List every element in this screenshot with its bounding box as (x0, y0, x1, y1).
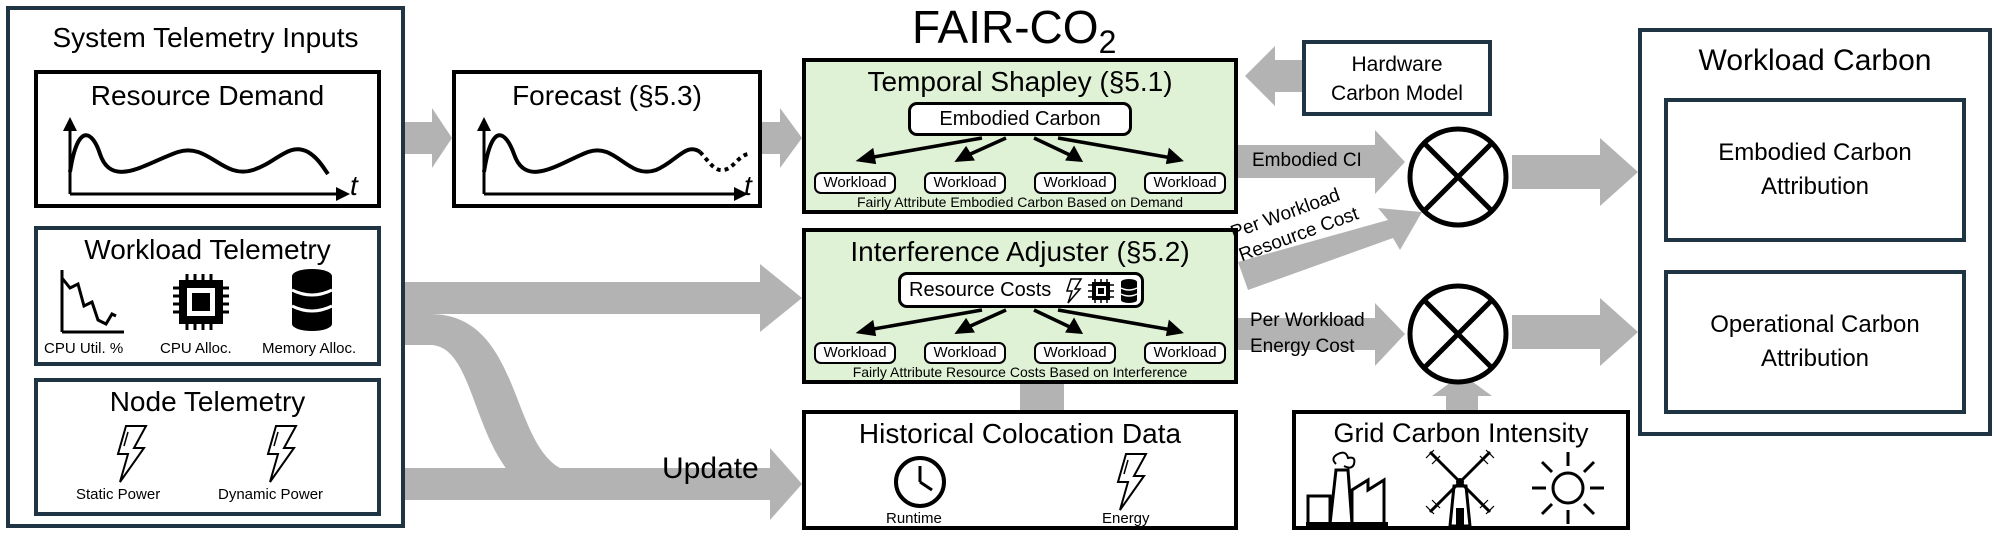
shapley-workload-4: Workload (1144, 172, 1226, 194)
interference-workload-2: Workload (924, 342, 1006, 364)
grid-title: Grid Carbon Intensity (1333, 418, 1589, 448)
forecast-title: Forecast (§5.3) (512, 80, 702, 111)
interference-workload-1: Workload (814, 342, 896, 364)
multiply-operator-operational-icon (1407, 283, 1509, 385)
arrow-forecast-to-shapley (762, 108, 802, 168)
arrow-node-to-historical (405, 448, 802, 520)
embodied-attribution-line1: Embodied Carbon (1718, 139, 1912, 166)
temporal-shapley-box: Temporal Shapley (§5.1) Embodied Carbon … (802, 58, 1238, 214)
embodied-attribution-line2: Attribution (1760, 173, 1870, 200)
update-label: Update (662, 452, 759, 485)
node-telemetry-box: Node Telemetry Static Power Dynamic Powe… (34, 378, 381, 516)
workload-telemetry-box: Workload Telemetry CPU Util. % CPU Alloc… (34, 226, 381, 366)
cpu-util-label: CPU Util. % (44, 340, 124, 357)
database-icon (1120, 279, 1138, 303)
memory-alloc-label: Memory Alloc. (262, 340, 357, 357)
hardware-model-line2: Carbon Model (1331, 82, 1463, 105)
hardware-model-line1: Hardware (1351, 53, 1443, 76)
energy-cost-line1: Per Workload (1250, 310, 1365, 331)
cpu-alloc-label: CPU Alloc. (160, 340, 232, 357)
interference-workload-4: Workload (1144, 342, 1226, 364)
energy-label: Energy (1102, 510, 1150, 527)
arrow-curved-branch (405, 314, 590, 500)
shapley-workload-2: Workload (924, 172, 1006, 194)
runtime-label: Runtime (886, 510, 942, 527)
interference-caption: Fairly Attribute Resource Costs Based on… (852, 364, 1188, 380)
dynamic-power-label: Dynamic Power (218, 486, 324, 503)
forecast-box: Forecast (§5.3) t (452, 70, 762, 208)
energy-cost-label: Per Workload Energy Cost (1250, 308, 1365, 360)
resource-demand-title: Resource Demand (90, 80, 325, 111)
multiply-operator-embodied-icon (1407, 126, 1509, 228)
cpu-chip-icon (173, 274, 229, 330)
diagram-title-subscript: 2 (1098, 24, 1117, 61)
forecast-axis-label: t (744, 170, 752, 201)
workload-carbon-title: Workload Carbon (1698, 44, 1932, 77)
interference-distribution-arrows (855, 308, 1184, 337)
energy-bolt-icon (1065, 278, 1083, 304)
diagram-title-text: FAIR-CO (912, 1, 1099, 53)
historical-title: Historical Colocation Data (858, 418, 1182, 449)
arrow-hardware-to-shapley (1245, 46, 1302, 106)
shapley-workload-1: Workload (814, 172, 896, 194)
arrow-interference-to-mult1 (1238, 208, 1422, 290)
shapley-workload-3: Workload (1034, 172, 1116, 194)
embodied-carbon-attribution-box: Embodied Carbon Attribution (1664, 98, 1966, 242)
operational-carbon-attribution-box: Operational Carbon Attribution (1664, 270, 1966, 414)
arrow-mult1-to-embodied (1512, 138, 1638, 206)
demand-chart (63, 117, 350, 201)
static-power-bolt-icon (116, 425, 148, 483)
workload-telemetry-title: Workload Telemetry (84, 234, 331, 265)
interference-adjuster-box: Interference Adjuster (§5.2) Resource Co… (802, 228, 1238, 384)
demand-axis-label: t (350, 170, 358, 201)
arrow-mult2-to-operational (1512, 298, 1638, 366)
cpu-util-graph-icon (60, 270, 124, 334)
resource-costs-label: Resource Costs (909, 279, 1052, 301)
forecast-chart (477, 117, 749, 201)
hardware-carbon-model-box: Hardware Carbon Model (1302, 40, 1492, 116)
shapley-distribution-arrows (855, 136, 1184, 165)
shapley-caption: Fairly Attribute Embodied Carbon Based o… (856, 194, 1184, 210)
embodied-carbon-node: Embodied Carbon (908, 102, 1132, 136)
static-power-label: Static Power (76, 486, 161, 503)
diagram-title: FAIR-CO2 (912, 0, 1116, 61)
node-telemetry-title: Node Telemetry (109, 386, 306, 417)
power-plant-icon (1306, 451, 1388, 526)
resource-cost-icons (1065, 278, 1138, 304)
arrow-workload-to-interference (405, 264, 802, 332)
grid-carbon-intensity-box: Grid Carbon Intensity (1292, 410, 1630, 530)
memory-database-icon (291, 269, 333, 331)
operational-attribution-line1: Operational Carbon (1710, 311, 1920, 338)
embodied-ci-label: Embodied CI (1252, 150, 1362, 171)
dynamic-power-bolt-icon (266, 425, 298, 483)
arrow-demand-to-forecast (405, 108, 452, 168)
interference-workload-3: Workload (1034, 342, 1116, 364)
windmill-icon (1425, 449, 1495, 528)
clock-icon (894, 456, 946, 508)
sun-icon (1532, 452, 1604, 524)
resource-costs-node: Resource Costs (898, 272, 1144, 308)
operational-attribution-line2: Attribution (1760, 345, 1870, 372)
historical-colocation-box: Historical Colocation Data Runtime Energ… (802, 410, 1238, 530)
temporal-shapley-title: Temporal Shapley (§5.1) (867, 66, 1173, 97)
resource-demand-box: Resource Demand t (34, 70, 381, 208)
arrow-interference-to-mult2 (1238, 303, 1405, 366)
interference-title: Interference Adjuster (§5.2) (850, 236, 1190, 267)
system-telemetry-title: System Telemetry Inputs (52, 22, 359, 53)
arrow-shapley-to-mult1 (1238, 130, 1405, 194)
energy-bolt-icon (1116, 453, 1148, 511)
energy-cost-line2: Energy Cost (1250, 336, 1355, 357)
arrow-grid-to-mult2 (1432, 374, 1492, 412)
